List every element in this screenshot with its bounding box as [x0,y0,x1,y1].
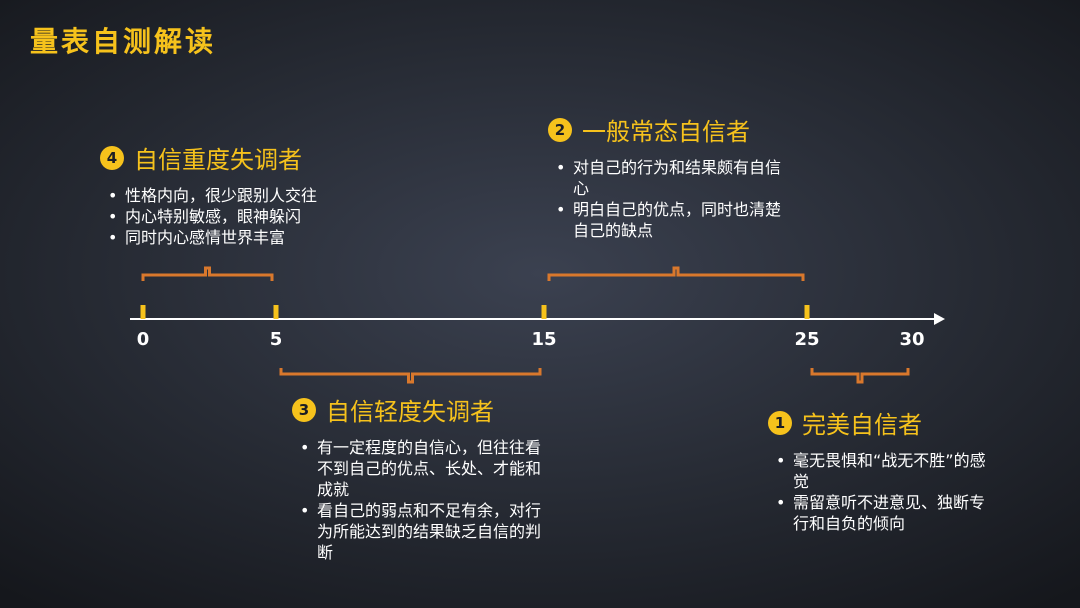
range-bracket-4 [141,266,274,281]
bullet-item: 同时内心感情世界丰富 [108,227,390,248]
bullet-item: 内心特别敏感，眼神躲闪 [108,206,390,227]
range-brackets [141,266,910,384]
page-title: 量表自测解读 [30,25,217,58]
tick-mark-25 [804,305,810,319]
tick-label-5: 5 [269,329,283,350]
tick-label-0: 0 [136,329,150,350]
axis-arrowhead [934,313,945,325]
tick-label-15: 15 [531,329,557,350]
range-title: 完美自信者 [802,411,922,439]
tick-mark-5 [273,305,279,319]
bullet-item: 性格内向，很少跟别人交往 [108,185,390,206]
tick-mark-15 [541,305,547,319]
number-badge: 1 [768,410,792,435]
range-title: 自信轻度失调者 [326,398,494,426]
range-bracket-3 [279,368,542,384]
axis-ticks [140,305,810,319]
bullet-item: 需留意听不进意见、独断专行和自负的倾向 [776,492,993,534]
range-bracket-1 [810,368,910,384]
tick-label-25: 25 [794,329,820,350]
bullet-item: 有一定程度的自信心，但往往看不到自己的优点、长处、才能和成就 [300,437,552,500]
bullet-item: 对自己的行为和结果颇有自信心 [556,157,783,199]
range-perfect: 1 完美自信者 毫无畏惧和“战无不胜”的感觉 需留意听不进意见、独断专行和自负的… [768,405,993,534]
number-badge: 4 [100,145,124,170]
bullet-item: 毫无畏惧和“战无不胜”的感觉 [776,450,993,492]
range-severe: 4 自信重度失调者 性格内向，很少跟别人交往 内心特别敏感，眼神躲闪 同时内心感… [100,140,390,248]
bullet-item: 明白自己的优点，同时也清楚自己的缺点 [556,199,783,241]
range-bracket-2 [547,266,805,281]
range-title: 自信重度失调者 [134,146,302,174]
number-badge: 3 [292,397,316,422]
range-mild: 3 自信轻度失调者 有一定程度的自信心，但往往看不到自己的优点、长处、才能和成就… [292,392,552,563]
bullet-item: 看自己的弱点和不足有余，对行为所能达到的结果缺乏自信的判断 [300,500,552,563]
tick-mark-0 [140,305,146,319]
tick-label-30: 30 [899,329,925,350]
range-normal: 2 一般常态自信者 对自己的行为和结果颇有自信心 明白自己的优点，同时也清楚自己… [548,112,783,241]
number-badge: 2 [548,117,572,142]
range-title: 一般常态自信者 [582,118,750,146]
